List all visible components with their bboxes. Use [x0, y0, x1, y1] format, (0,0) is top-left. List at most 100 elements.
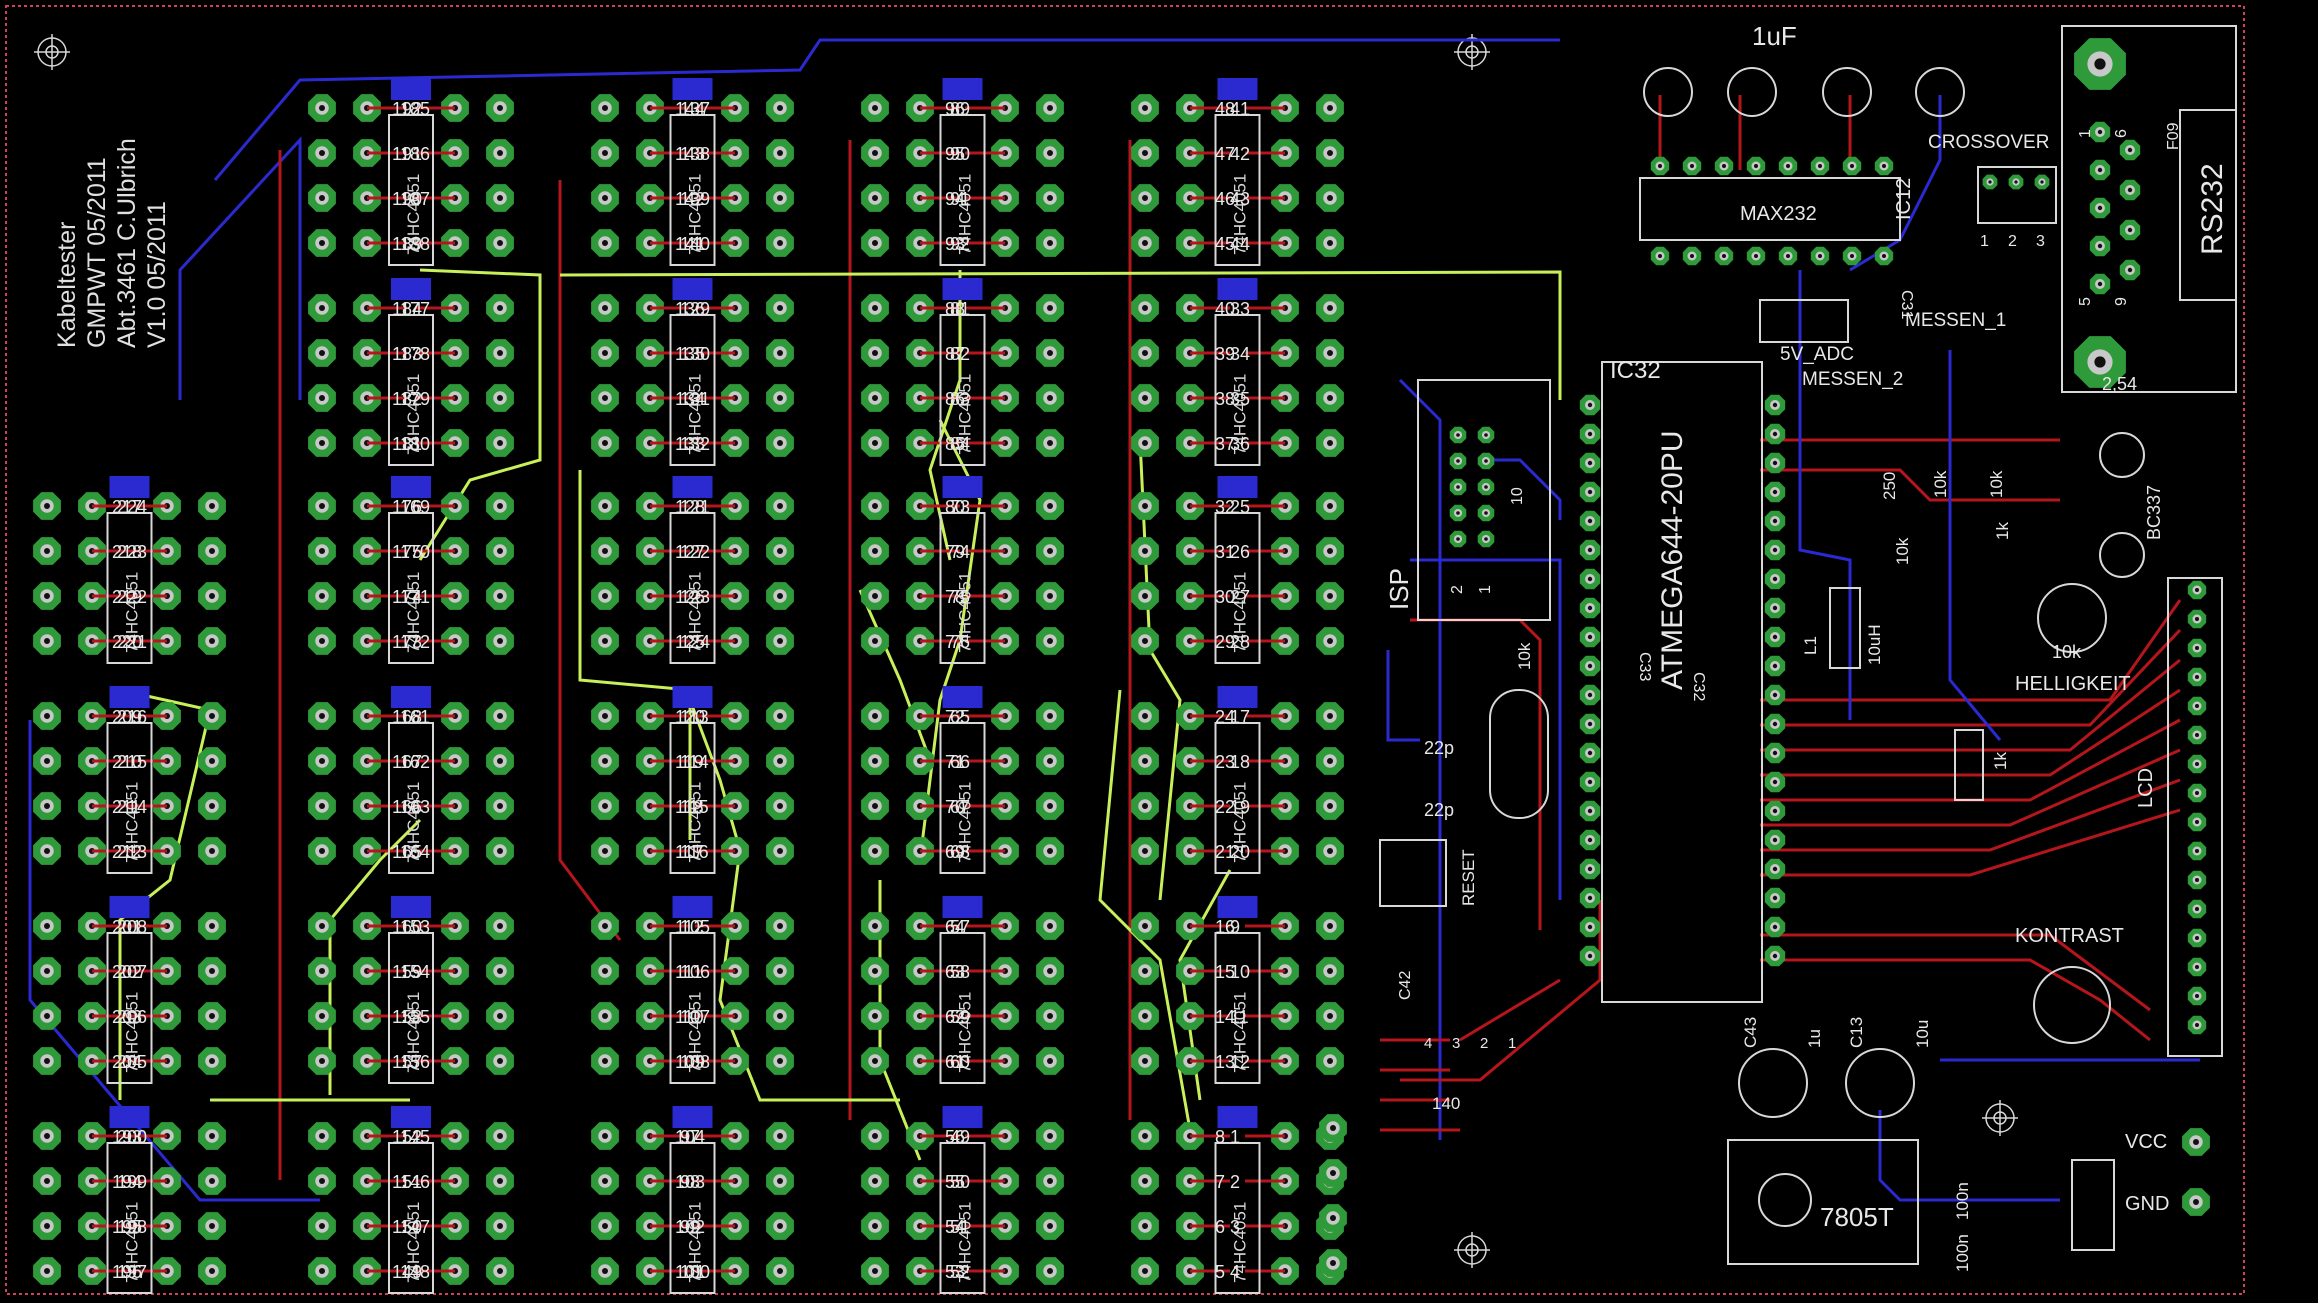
lcd-pin	[2188, 842, 2206, 860]
pad	[1131, 339, 1159, 367]
pad	[198, 957, 226, 985]
pin-number: 172	[400, 632, 430, 652]
pad	[766, 429, 794, 457]
lcd-pin	[2188, 1016, 2206, 1034]
rs232-pin	[2120, 260, 2140, 280]
pad	[1036, 957, 1064, 985]
pin-number: 130	[680, 344, 710, 364]
rs232-pin	[2090, 160, 2110, 180]
max232-pin	[1651, 157, 1669, 175]
pad	[198, 792, 226, 820]
pin-number: 52	[950, 1262, 970, 1282]
pin-number: 9	[1230, 917, 1240, 937]
label-l1-val: 10uH	[1865, 624, 1884, 665]
pad	[1036, 429, 1064, 457]
pad	[591, 912, 619, 940]
pad	[486, 1047, 514, 1075]
pad	[1131, 229, 1159, 257]
pad	[1036, 792, 1064, 820]
label-c13: C13	[1847, 1017, 1866, 1048]
smd-cap	[943, 78, 983, 100]
atmega-pin-right	[1765, 859, 1785, 879]
pad	[33, 1212, 61, 1240]
pad	[591, 1167, 619, 1195]
pad	[1316, 912, 1344, 940]
pad	[1131, 1167, 1159, 1195]
pin-number: 201	[112, 917, 142, 937]
lcd-pin	[2188, 581, 2206, 599]
pad	[1319, 1204, 1347, 1232]
pin-number: 60	[950, 1052, 970, 1072]
pad	[198, 1047, 226, 1075]
pad	[308, 429, 336, 457]
pad	[766, 912, 794, 940]
atmega-pin-right	[1765, 511, 1785, 531]
label-crossover-pin-1: 1	[1980, 233, 1989, 250]
isp-pin	[1478, 427, 1495, 444]
pin-number: 10	[1230, 962, 1250, 982]
pin-number: 12	[1230, 1052, 1250, 1072]
pad	[308, 492, 336, 520]
pad	[766, 1002, 794, 1030]
atmega-pin-left	[1580, 685, 1600, 705]
pad	[1316, 1002, 1344, 1030]
pad	[1036, 537, 1064, 565]
pin-number: 41	[1230, 99, 1250, 119]
pad	[591, 702, 619, 730]
pad	[861, 537, 889, 565]
pad	[1131, 1257, 1159, 1285]
pin-number: 218	[112, 542, 142, 562]
label-c32: C32	[1690, 672, 1707, 701]
pad	[198, 582, 226, 610]
pad	[591, 792, 619, 820]
info-line-4: V1.0 05/2011	[143, 201, 171, 348]
max232-pin	[1747, 157, 1765, 175]
pad	[1131, 792, 1159, 820]
label-rs232-pin-6: 6	[2113, 129, 2130, 138]
pin-number: 7	[1215, 1172, 1225, 1192]
smd-cap	[110, 686, 150, 708]
label-reset: RESET	[1459, 849, 1478, 906]
pad	[766, 139, 794, 167]
pad	[861, 94, 889, 122]
lcd-pin	[2188, 900, 2206, 918]
pad	[486, 492, 514, 520]
atmega-pin-left	[1580, 511, 1600, 531]
label-isp-pin-1: 1	[1477, 585, 1494, 594]
pin-number: 59	[950, 1007, 970, 1027]
pin-number: 28	[1230, 632, 1250, 652]
pad	[861, 429, 889, 457]
pad	[486, 747, 514, 775]
max232-pin	[1811, 157, 1829, 175]
pad	[766, 1122, 794, 1150]
pin-number: 66	[950, 752, 970, 772]
pad	[1319, 1159, 1347, 1187]
pad	[308, 537, 336, 565]
pin-number: 148	[400, 1262, 430, 1282]
pad	[861, 1002, 889, 1030]
label-pitch: 2,54	[2102, 374, 2137, 394]
pad	[1131, 582, 1159, 610]
pad	[861, 229, 889, 257]
pin-number: 196	[112, 1262, 142, 1282]
pad	[198, 1002, 226, 1030]
pad	[591, 837, 619, 865]
atmega-pin-left	[1580, 627, 1600, 647]
atmega-pin-right	[1765, 569, 1785, 589]
pin-number: 57	[950, 917, 970, 937]
pin-number: 115	[680, 797, 709, 817]
pad	[591, 957, 619, 985]
lcd-pin	[2188, 987, 2206, 1005]
pad	[486, 139, 514, 167]
pad	[33, 957, 61, 985]
pad	[1316, 139, 1344, 167]
pad	[766, 792, 794, 820]
pin-number: 203	[112, 1007, 142, 1027]
info-line-2: GMPWT 05/2011	[83, 157, 111, 348]
pad	[591, 582, 619, 610]
vcc-pad	[2182, 1128, 2210, 1156]
pad	[861, 294, 889, 322]
pin-number: 68	[950, 842, 970, 862]
lcd-pin	[2188, 755, 2206, 773]
